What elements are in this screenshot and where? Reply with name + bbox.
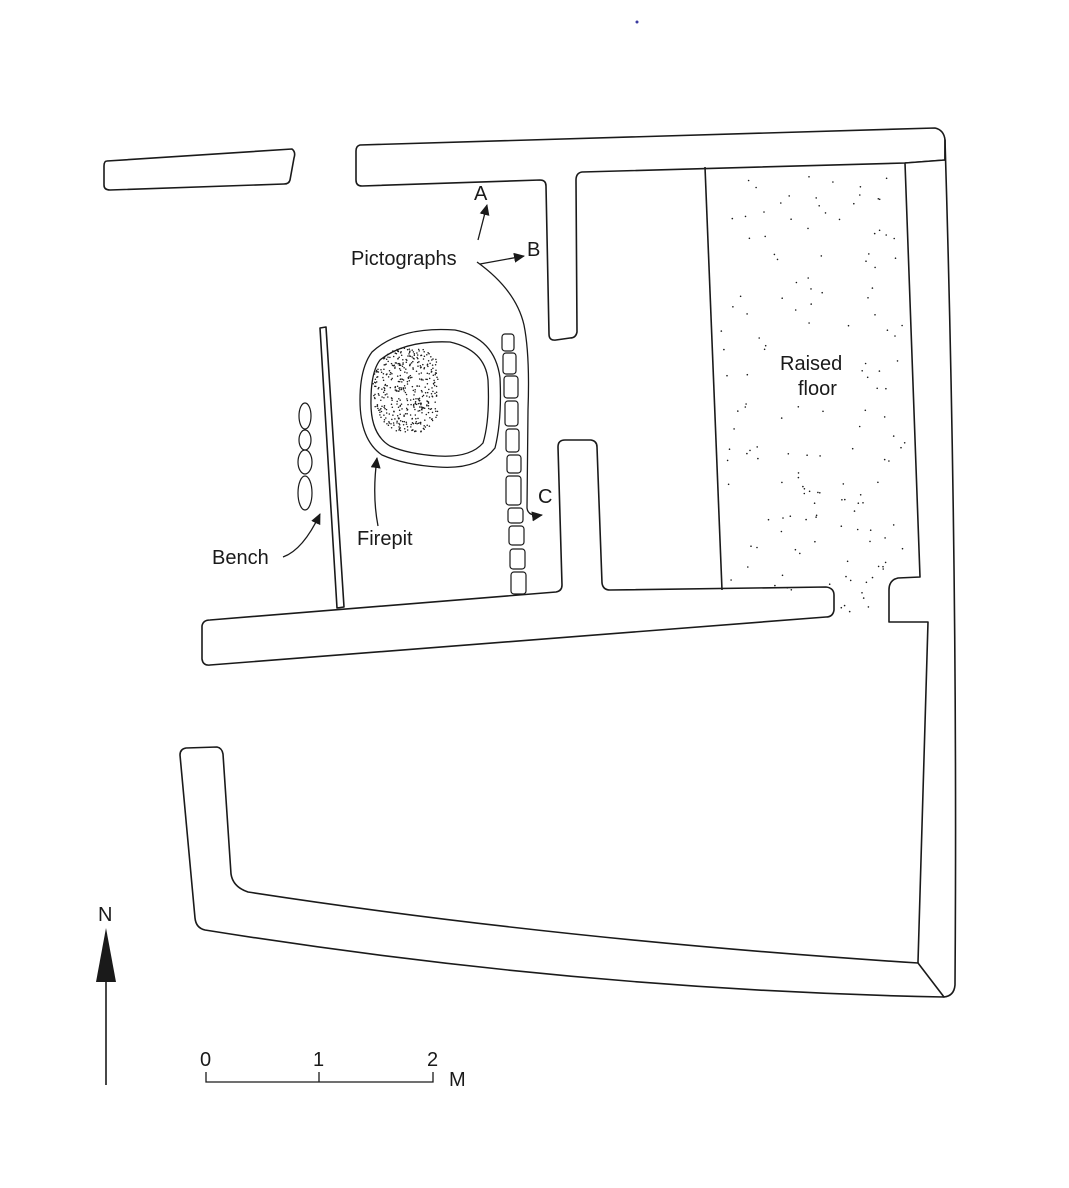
bench-arrow bbox=[282, 513, 321, 558]
scale-tick-0: 0 bbox=[200, 1049, 211, 1071]
raised-floor-stipple bbox=[720, 176, 906, 613]
bench-stones bbox=[297, 402, 313, 511]
bench-stone bbox=[298, 402, 312, 430]
scale-tick-1: 1 bbox=[313, 1049, 324, 1071]
bench-stone bbox=[297, 475, 313, 511]
leader-to-c bbox=[476, 261, 543, 522]
bench-slab bbox=[319, 326, 345, 609]
alignment-stone bbox=[501, 333, 515, 352]
bench-stone bbox=[297, 449, 313, 475]
alignment-stone bbox=[506, 454, 522, 474]
firepit-inner-rim bbox=[370, 341, 490, 457]
pictograph-marker-c: C bbox=[538, 486, 552, 508]
alignment-stone bbox=[504, 400, 519, 427]
alignment-stone bbox=[507, 507, 524, 524]
pictograph-marker-a: A bbox=[474, 183, 488, 205]
alignment-stone bbox=[502, 352, 517, 375]
alignment-stone bbox=[510, 571, 527, 595]
pictograph-marker-b: B bbox=[527, 239, 540, 261]
alignment-stone bbox=[503, 375, 519, 399]
stray-dot bbox=[635, 20, 639, 24]
north-arrow: N bbox=[96, 904, 116, 1085]
alignment-stone bbox=[508, 525, 525, 546]
firepit-charcoal-fill bbox=[372, 347, 439, 433]
alignment-stone bbox=[509, 548, 526, 570]
scale-unit: M bbox=[449, 1069, 466, 1091]
arrow-to-a bbox=[477, 204, 490, 241]
scale-bar: 0 1 2 M bbox=[200, 1049, 466, 1091]
north-label: N bbox=[98, 904, 112, 926]
raised-floor-edge bbox=[704, 166, 723, 591]
pictographs-label: Pictographs bbox=[351, 248, 457, 270]
raised-floor-label-line1: Raised bbox=[780, 353, 842, 375]
wall-east bbox=[888, 139, 957, 998]
firepit-outer-rim bbox=[359, 328, 502, 469]
alignment-stone bbox=[505, 475, 522, 506]
wall-center-middle bbox=[201, 439, 835, 666]
firepit-arrow bbox=[370, 457, 381, 527]
scale-tick-2: 2 bbox=[427, 1049, 438, 1071]
raised-floor-label-line2: floor bbox=[798, 378, 837, 400]
firepit-label: Firepit bbox=[357, 528, 413, 550]
alignment-stone bbox=[505, 428, 520, 453]
wall-south bbox=[179, 746, 945, 998]
wall-north bbox=[355, 127, 946, 341]
arrow-to-b bbox=[479, 252, 525, 265]
bench-label: Bench bbox=[212, 547, 269, 569]
stone-alignment bbox=[501, 333, 527, 595]
wall-northwest-fragment bbox=[103, 148, 296, 191]
north-arrow-head bbox=[96, 928, 116, 982]
bench-stone bbox=[298, 429, 312, 451]
